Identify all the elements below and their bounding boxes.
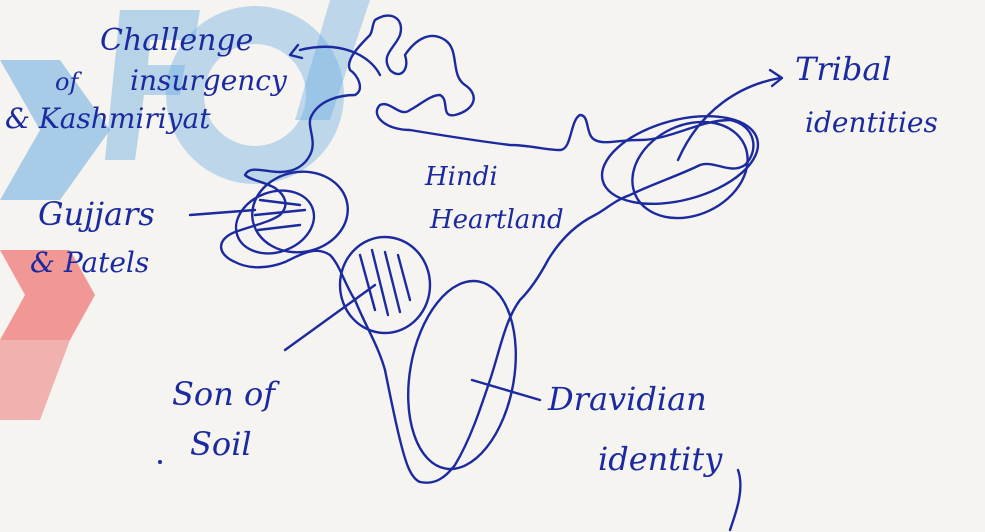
- watermark-letter-o: [166, 6, 344, 184]
- label-hindi-line1: Hindi: [424, 162, 498, 192]
- gujarat-ellipse-1: [251, 170, 349, 254]
- gujarat-ellipse-2: [234, 189, 316, 255]
- northeast-ellipse-1: [600, 114, 760, 206]
- label-gujjars-line2: & Patels: [30, 246, 149, 279]
- watermark-red-chevron: [0, 250, 95, 340]
- label-dravidian-line2: identity: [598, 440, 723, 478]
- northeast-ellipse-2: [631, 120, 749, 220]
- label-son-of-soil-line2: Soil: [190, 425, 252, 463]
- label-challenge-line2: insurgency: [130, 64, 288, 97]
- label-dravidian-line1: Dravidian: [547, 380, 707, 418]
- label-tribal-line1: Tribal: [795, 50, 892, 88]
- pointer-challenge-arrowhead: [288, 43, 304, 60]
- watermark-letter-i: [295, 0, 370, 120]
- foi-watermark-logo: [0, 0, 370, 420]
- maharashtra-circle: [338, 235, 432, 335]
- label-tribal-line2: identities: [805, 106, 938, 139]
- gujarat-scribble: [253, 198, 307, 232]
- pointer-dravidian-tail: [728, 468, 742, 532]
- watermark-letter-f: [105, 10, 200, 160]
- label-challenge-line1: Challenge: [100, 23, 253, 58]
- label-gujjars-line1: Gujjars: [38, 195, 155, 233]
- india-map-outline: [219, 14, 755, 484]
- pointer-son-of-soil: [283, 283, 377, 352]
- pointer-challenge: [298, 45, 382, 77]
- label-challenge-line3: & Kashmiriyat: [5, 102, 211, 135]
- pointer-tribal-arrowhead: [768, 68, 784, 88]
- ink-dot: [158, 460, 162, 464]
- label-son-of-soil-line1: Son of: [172, 375, 280, 413]
- pointer-tribal: [676, 76, 782, 162]
- pointer-dravidian: [470, 378, 542, 402]
- label-hindi-line2: Heartland: [429, 205, 564, 235]
- south-india-ellipse: [406, 279, 518, 471]
- watermark-blue-chevron: [0, 60, 110, 200]
- label-challenge-prefix: of: [55, 68, 82, 96]
- maharashtra-hatch: [358, 248, 412, 317]
- pointer-gujjars: [188, 208, 257, 217]
